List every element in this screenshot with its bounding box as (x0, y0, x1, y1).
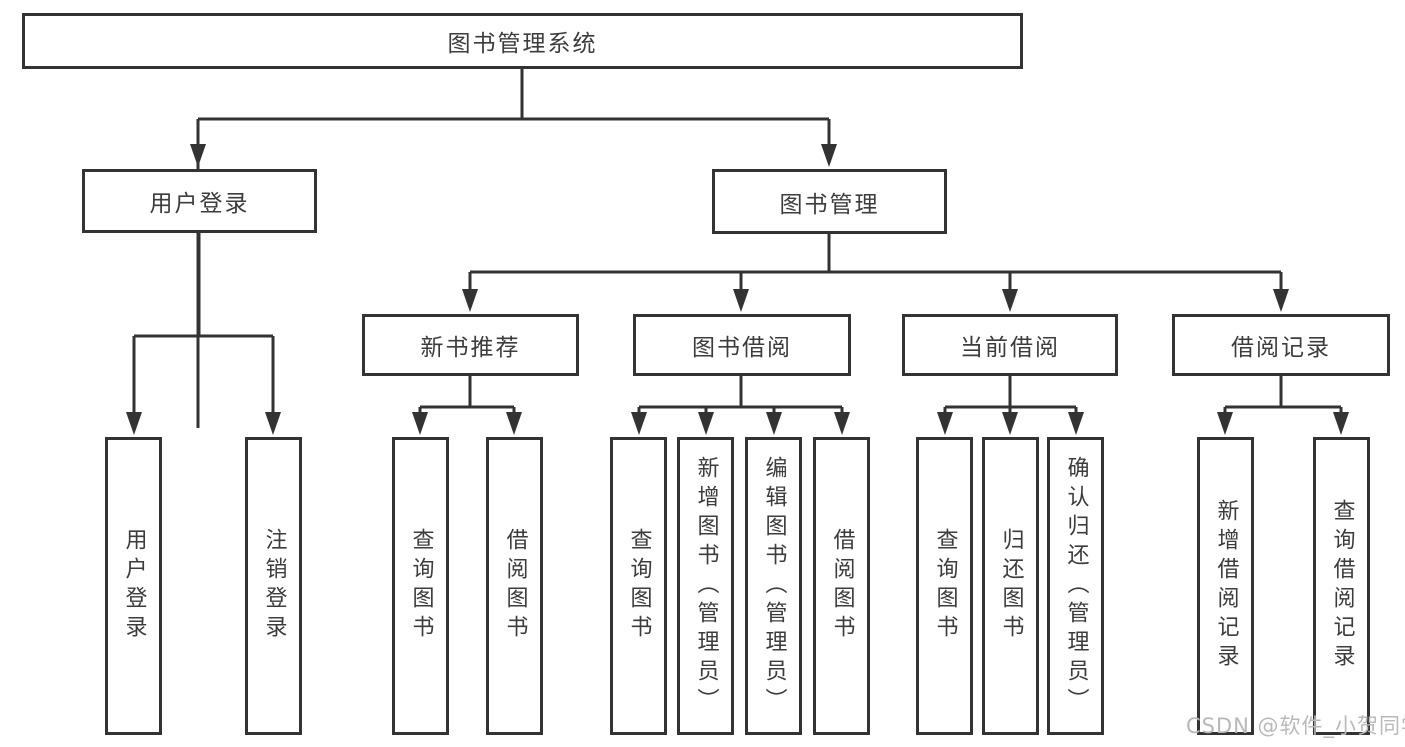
node-label: 图书借阅 (692, 335, 792, 361)
node-label: 查询图书 (408, 528, 434, 644)
leaf-user-login: 用户登录 (105, 437, 162, 735)
node-label: 图书管理系统 (447, 31, 598, 57)
node-label: 借阅图书 (502, 528, 528, 644)
leaf-add-borrow-record: 新增借阅记录 (1197, 437, 1254, 735)
leaf-borrow-books-borrowing: 借阅图书 (813, 437, 870, 735)
leaf-borrow-books-recommendation: 借阅图书 (486, 437, 543, 735)
leaf-add-books-admin: 新增图书（管理员） (677, 437, 734, 735)
leaf-return-books: 归还图书 (982, 437, 1039, 735)
node-label: 图书管理 (779, 191, 880, 218)
leaf-edit-books-admin: 编辑图书（管理员） (745, 437, 802, 735)
connector-current-borrowing-to-leaves (943, 376, 1078, 428)
node-book-borrowing: 图书借阅 (633, 314, 851, 376)
node-label: 新书推荐 (420, 335, 521, 361)
node-label: 查询借阅记录 (1329, 499, 1355, 673)
node-label: 查询图书 (626, 528, 652, 644)
node-label: 新增借阅记录 (1213, 499, 1239, 673)
node-label: 确认归还（管理员） (1063, 455, 1089, 717)
node-new-book-recommendation: 新书推荐 (362, 314, 579, 376)
leaf-query-borrow-record: 查询借阅记录 (1313, 437, 1370, 735)
connector-book-borrowing-to-leaves (637, 376, 844, 428)
leaf-logout: 注销登录 (245, 437, 302, 735)
node-label: 用户登录 (121, 528, 147, 644)
leaf-query-books-borrowing: 查询图书 (610, 437, 667, 735)
node-label: 借阅图书 (829, 528, 855, 644)
node-label: 用户登录 (149, 191, 250, 217)
leaf-query-books-current: 查询图书 (916, 437, 973, 735)
node-label: 新增图书（管理员） (693, 455, 719, 717)
node-label: 归还图书 (998, 528, 1024, 644)
node-label: 查询图书 (932, 528, 958, 644)
node-label: 借阅记录 (1231, 335, 1331, 361)
node-borrowing-records: 借阅记录 (1172, 314, 1390, 376)
node-label: 当前借阅 (960, 335, 1060, 361)
node-user-login: 用户登录 (82, 169, 317, 233)
csdn-watermark: CSDN @软件_小贺同学 (1186, 714, 1405, 738)
connector-user-login-to-leaves (132, 233, 275, 428)
node-label: 编辑图书（管理员） (761, 455, 787, 717)
leaf-confirm-return-admin: 确认归还（管理员） (1047, 437, 1104, 735)
connector-borrowing-records-to-leaves (1223, 376, 1343, 428)
node-library-management-system: 图书管理系统 (22, 13, 1023, 69)
node-current-borrowing: 当前借阅 (902, 314, 1118, 376)
connector-book-management-to-level3 (468, 234, 1283, 305)
leaf-query-books-recommendation: 查询图书 (392, 437, 449, 735)
connector-new-book-rec-to-leaves (418, 376, 516, 428)
node-label: 注销登录 (261, 528, 287, 644)
node-book-management: 图书管理 (712, 169, 947, 234)
